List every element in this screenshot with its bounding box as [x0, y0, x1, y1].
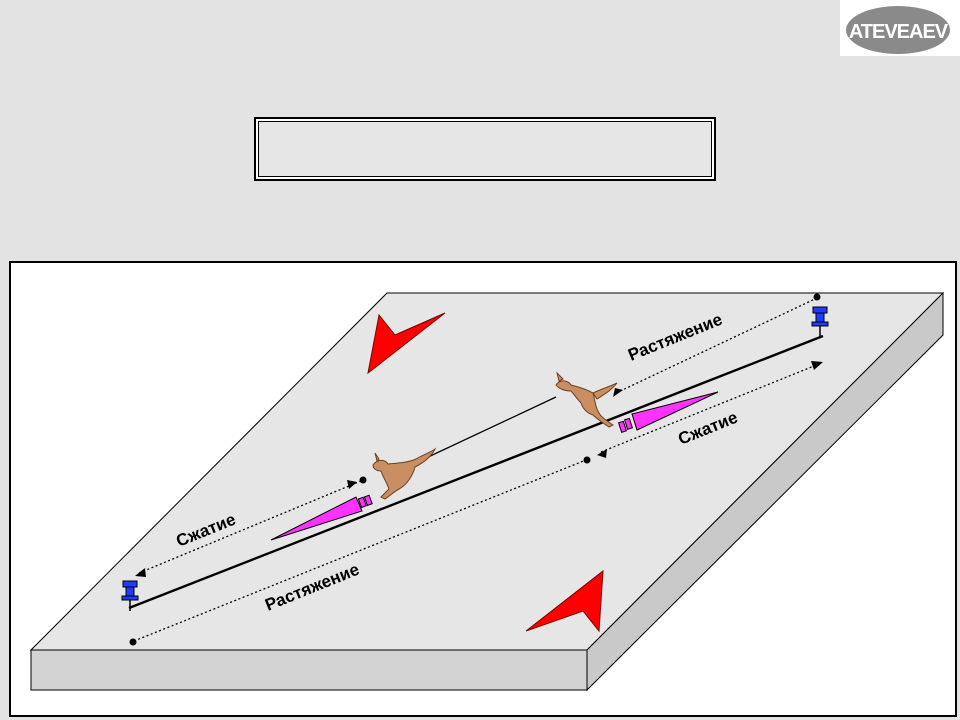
dot-marker [129, 638, 137, 646]
pushpin-icon [121, 580, 139, 611]
arrowhead [811, 361, 823, 370]
logo: ATEVEAEV [840, 0, 960, 56]
fault-line [128, 334, 824, 610]
magenta-wedge-icon [617, 391, 719, 434]
magenta-wedge-icon [270, 494, 373, 541]
arrowhead [613, 388, 623, 397]
plate-front-face [30, 649, 588, 691]
arrowhead [597, 449, 607, 458]
upper-line [408, 396, 557, 467]
logo-text: ATEVEAEV [849, 21, 949, 43]
kangaroo-icon [372, 447, 437, 500]
red-arrow-icon [367, 312, 446, 375]
arrowhead [135, 568, 146, 577]
pushpin-icon [811, 306, 829, 337]
diagram-panel: Растяжение Сжатие Сжатие Растяжение [9, 261, 957, 717]
dot-marker [583, 456, 591, 464]
title-box [254, 117, 716, 181]
logo-badge-icon: ATEVEAEV [846, 6, 950, 54]
dim-line-stretch-bottom [133, 459, 587, 642]
plate-diagram: Растяжение Сжатие Сжатие Растяжение [29, 291, 945, 692]
arrowhead [347, 480, 357, 489]
dot-marker [359, 476, 367, 484]
kangaroo-icon [555, 371, 618, 428]
dot-marker [813, 293, 821, 301]
dim-line-stretch-top [615, 297, 818, 394]
dim-line-compress-right [600, 363, 820, 453]
red-arrow-icon [525, 569, 604, 633]
